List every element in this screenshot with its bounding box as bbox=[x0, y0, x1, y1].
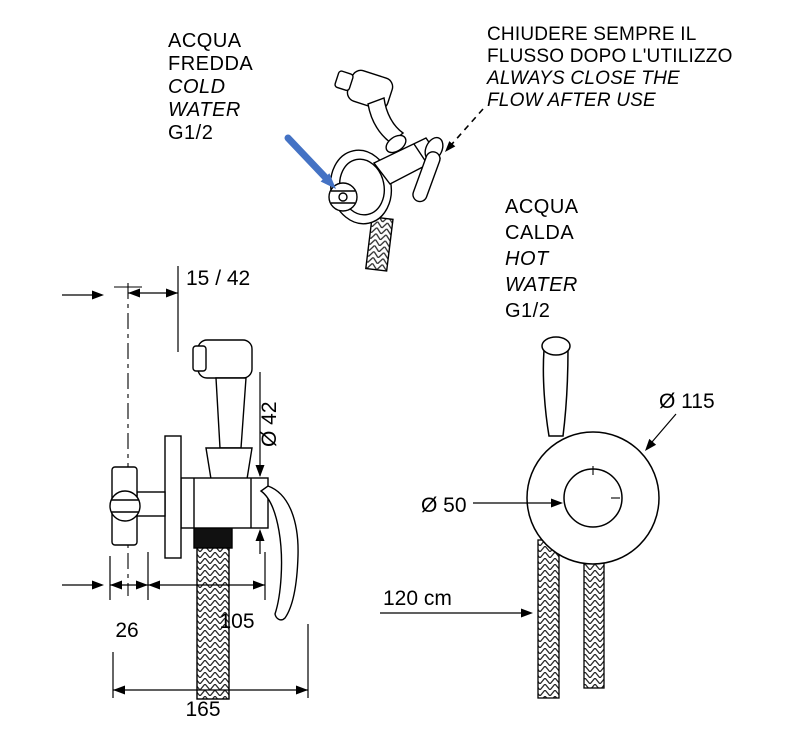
knob-center bbox=[338, 192, 348, 202]
wall-arrow-top-head bbox=[92, 290, 104, 300]
dashed-arrow-head bbox=[445, 141, 456, 152]
perspective-view bbox=[328, 69, 444, 272]
leader-d115-head bbox=[645, 438, 657, 451]
cold-water-line-2: FREDDA bbox=[168, 53, 254, 75]
lever-handle bbox=[412, 151, 441, 203]
valve-knob-side bbox=[109, 490, 141, 522]
sprayer-holder bbox=[385, 134, 407, 154]
side-view-dimensions bbox=[62, 266, 309, 698]
dim-26-arrow-left bbox=[110, 580, 122, 590]
hot-water-line-2: CALDA bbox=[505, 222, 575, 244]
dim-165-arrow-left bbox=[113, 685, 125, 695]
dim-165-arrow-right bbox=[296, 685, 308, 695]
wall-arrow-bottom-head bbox=[92, 580, 104, 590]
sprayer-handle bbox=[367, 97, 405, 144]
cold-water-line-1: ACQUA bbox=[168, 30, 242, 52]
sprayer-handle-side bbox=[215, 377, 247, 449]
leader-d115 bbox=[651, 413, 677, 443]
dimension-texts: 15 / 42 Ø 42 26 105 165 Ø 115 Ø 50 120 c… bbox=[115, 267, 714, 721]
valve-knob bbox=[328, 182, 358, 212]
dim-d42-arrow-up bbox=[255, 529, 265, 541]
hot-water-line-4: WATER bbox=[505, 274, 578, 296]
front-view bbox=[526, 336, 660, 699]
close-flow-line-1: CHIUDERE SEMPRE IL bbox=[487, 24, 697, 45]
hose-front-left bbox=[537, 539, 560, 699]
cold-water-label: ACQUA FREDDA COLD WATER G1/2 bbox=[168, 30, 253, 145]
close-flow-arrow bbox=[445, 108, 484, 152]
wall-plate-side bbox=[164, 435, 182, 559]
hose-perspective bbox=[365, 216, 394, 272]
lever-tip-front bbox=[541, 336, 571, 356]
front-view-dimensions bbox=[380, 413, 677, 618]
sprayer-nozzle-side bbox=[192, 345, 207, 372]
hot-water-line-1: ACQUA bbox=[505, 196, 579, 218]
dim-105-arrow-left bbox=[148, 580, 160, 590]
valve-body-side bbox=[180, 477, 269, 529]
knob-detail-side bbox=[111, 499, 139, 513]
hot-water-label: ACQUA CALDA HOT WATER G1/2 bbox=[505, 194, 579, 324]
dim-26-arrow-right bbox=[136, 580, 148, 590]
close-flow-line-2: FLUSSO DOPO L'UTILIZZO bbox=[487, 46, 733, 67]
dim-text-120cm: 120 cm bbox=[383, 587, 452, 610]
dim-text-d42: Ø 42 bbox=[258, 401, 281, 447]
lever-front bbox=[542, 348, 569, 437]
hot-water-line-5: G1/2 bbox=[505, 300, 551, 322]
knob-detail bbox=[331, 190, 355, 204]
hose-nut-band bbox=[193, 526, 233, 549]
lever-blade-side bbox=[259, 485, 299, 621]
leader-d50-head bbox=[551, 498, 563, 508]
cold-water-line-3: COLD bbox=[168, 76, 226, 98]
dim-text-d50: Ø 50 bbox=[421, 494, 467, 517]
dashed-arrow-shaft bbox=[451, 108, 484, 145]
leader-120cm-head bbox=[521, 608, 533, 618]
cold-water-arrow bbox=[284, 134, 336, 189]
sprayer-nozzle bbox=[334, 70, 354, 92]
dim-text-d115: Ø 115 bbox=[659, 390, 715, 413]
close-flow-line-3: ALWAYS CLOSE THE bbox=[487, 68, 680, 89]
hot-water-line-3: HOT bbox=[505, 248, 549, 270]
close-flow-label: CHIUDERE SEMPRE IL FLUSSO DOPO L'UTILIZZ… bbox=[487, 24, 733, 112]
side-view bbox=[109, 283, 299, 700]
holder-cup-side bbox=[205, 447, 253, 480]
dim-text-26: 26 bbox=[115, 619, 138, 642]
dim-text-15-42: 15 / 42 bbox=[186, 267, 250, 290]
hose-coil bbox=[365, 216, 394, 272]
close-flow-line-4: FLOW AFTER USE bbox=[487, 90, 656, 111]
dim-text-105: 105 bbox=[219, 610, 254, 633]
cold-water-line-4: WATER bbox=[168, 99, 241, 121]
dim-d42-arrow-down bbox=[255, 465, 265, 477]
blue-arrow-shaft bbox=[284, 134, 329, 181]
dim-15-42-arrow-left bbox=[128, 288, 140, 298]
inlet-pipe-side bbox=[136, 491, 166, 517]
body-collar bbox=[413, 143, 427, 163]
hose-front-right bbox=[583, 551, 605, 689]
blue-arrow-head bbox=[320, 173, 336, 189]
hose-side bbox=[196, 545, 230, 700]
cold-water-line-5: G1/2 bbox=[168, 122, 214, 144]
dim-text-165: 165 bbox=[185, 698, 220, 721]
dim-15-42-arrow-right bbox=[166, 288, 178, 298]
dim-105-arrow-right bbox=[253, 580, 265, 590]
